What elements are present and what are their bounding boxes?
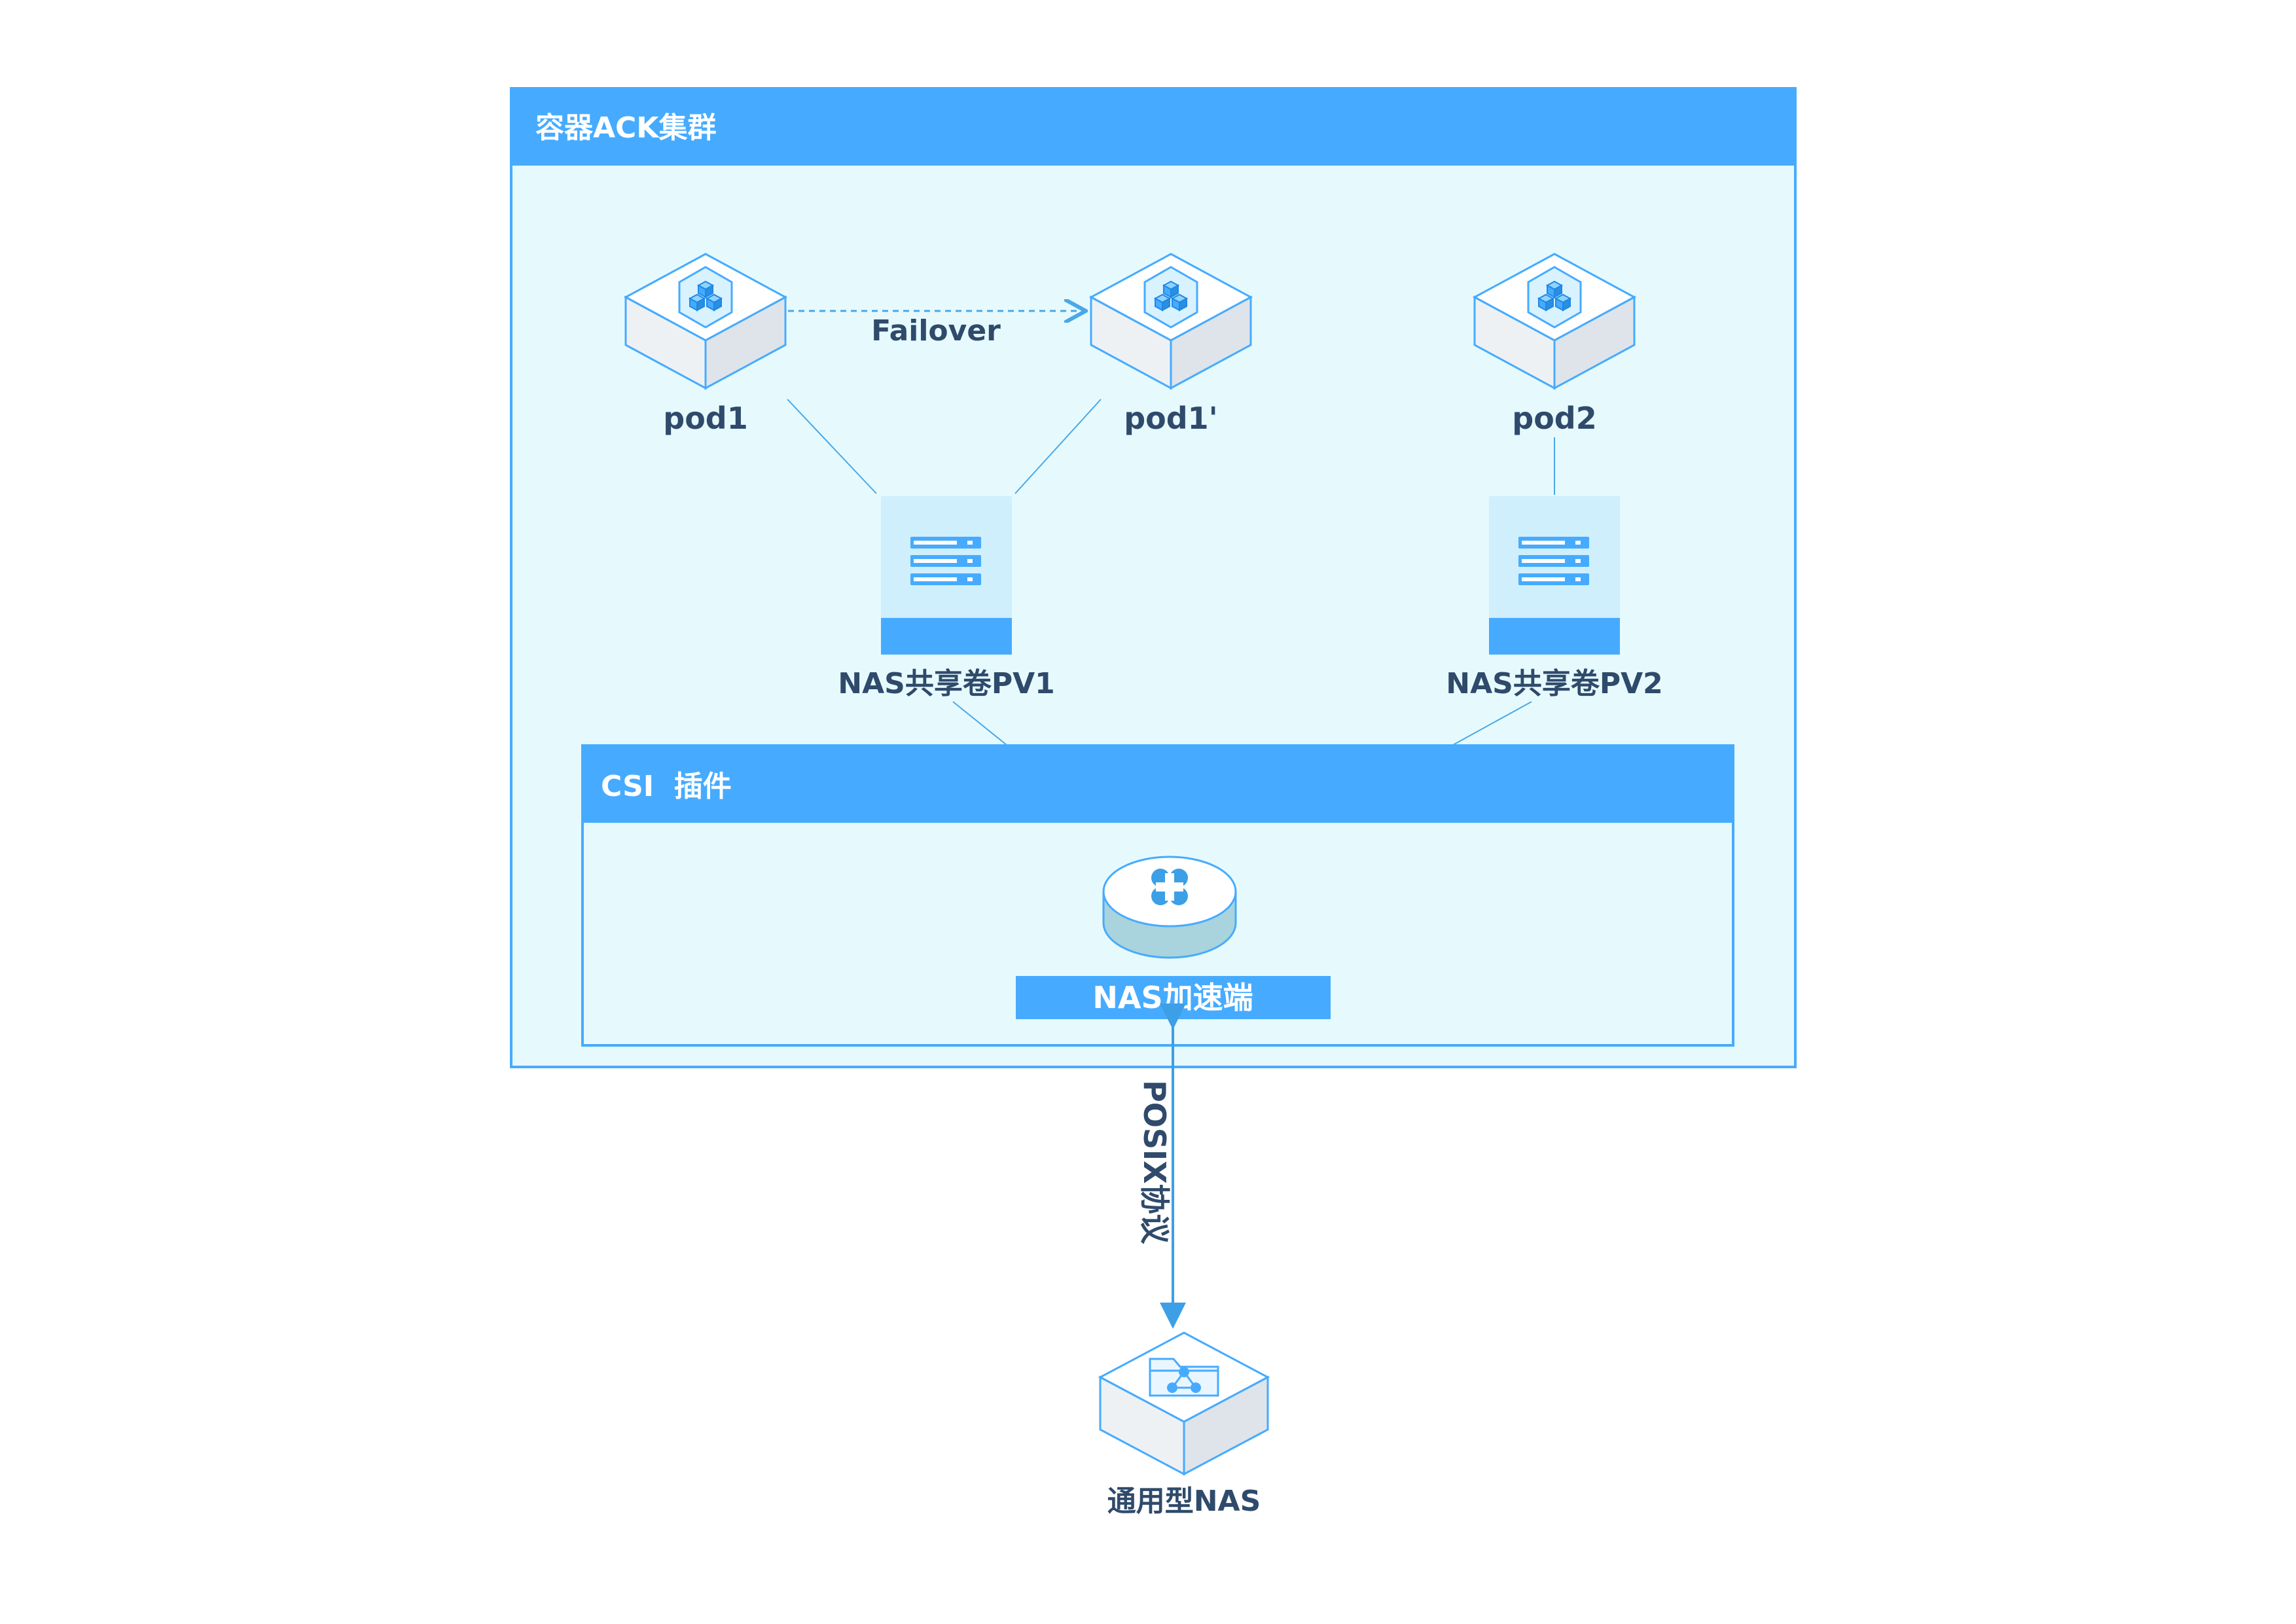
server-icon xyxy=(910,537,981,585)
pod-node-1-prime[interactable] xyxy=(1088,253,1253,390)
protocol-label: POSIX协议 xyxy=(1137,1080,1172,1245)
volume-pv2[interactable] xyxy=(1489,496,1620,655)
volume-pv1[interactable] xyxy=(881,496,1012,655)
failover-arrow: Failover xyxy=(788,311,1084,348)
cube-icon xyxy=(1143,266,1198,329)
cluster-title: 容器ACK集群 xyxy=(535,111,716,145)
pod-label-1-prime: pod1' xyxy=(1124,401,1218,436)
shared-folder-icon xyxy=(1149,1358,1219,1397)
cube-icon xyxy=(1527,266,1582,329)
csi-header xyxy=(583,746,1733,823)
storage-label: 通用型NAS xyxy=(1107,1485,1261,1518)
volume-label-pv2: NAS共享卷PV2 xyxy=(1446,667,1662,700)
failover-label: Failover xyxy=(871,314,1001,348)
pod-label-2: pod2 xyxy=(1512,401,1596,436)
pod1prime-to-pv1-line xyxy=(1014,399,1102,494)
pv2-to-csi-line xyxy=(1452,701,1532,746)
pod-node-2[interactable] xyxy=(1472,253,1637,390)
accelerator-node[interactable] xyxy=(1102,856,1237,959)
posix-arrow: POSIX协议 xyxy=(1137,1003,1186,1329)
pod-node-1[interactable] xyxy=(623,253,788,390)
pv1-to-csi-line xyxy=(952,701,1007,746)
server-icon xyxy=(1518,537,1589,585)
connector-lines xyxy=(787,399,1555,845)
accelerator-label: NAS加速端 xyxy=(1092,980,1253,1015)
volume-label-pv1: NAS共享卷PV1 xyxy=(838,667,1054,700)
pod1-to-pv1-line xyxy=(787,399,877,494)
csi-title: CSI 插件 xyxy=(601,770,732,803)
accelerator-label-box: NAS加速端 xyxy=(1016,976,1331,1019)
nas-storage-node[interactable] xyxy=(1098,1331,1270,1476)
cube-icon xyxy=(678,266,733,329)
grid-icon xyxy=(1151,869,1188,905)
pod-label-1: pod1 xyxy=(663,401,747,436)
cluster-header xyxy=(511,88,1795,166)
